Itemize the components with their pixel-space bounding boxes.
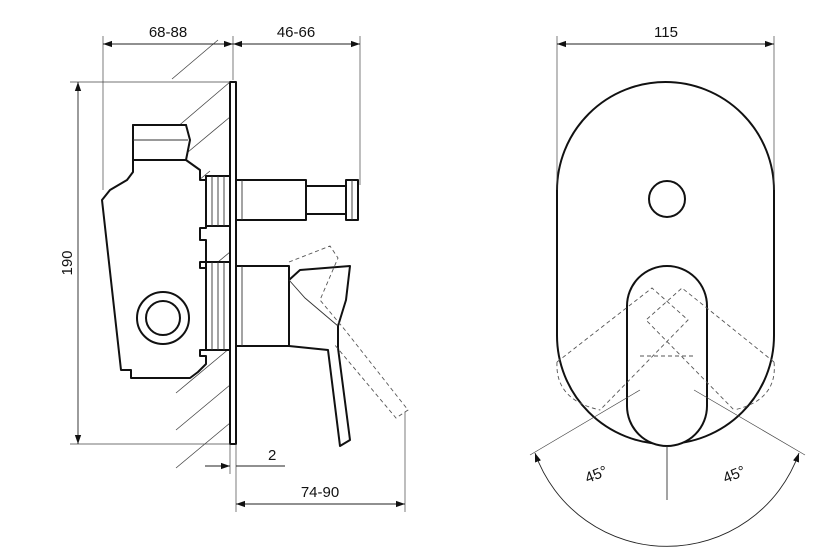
dim-label-46-66: 46-66 [277, 24, 315, 41]
side-view: 68-88 46-66 190 2 74-90 [59, 24, 409, 512]
dim-label-74-90: 74-90 [301, 484, 339, 501]
outlet-port-inner [145, 300, 181, 336]
dim-190: 190 [59, 81, 230, 445]
dim-74-90: 74-90 [236, 412, 406, 512]
front-lever-swing [556, 287, 775, 411]
front-view: 45° 45° 115 [529, 24, 806, 547]
diverter-knob [235, 179, 359, 221]
front-diverter-knob [648, 180, 686, 218]
dim-68-88: 68-88 [102, 24, 234, 190]
lever-body [235, 265, 351, 447]
angle-label-left: 45° [583, 463, 610, 487]
dim-label-2: 2 [268, 447, 276, 464]
angle-label-right: 45° [721, 463, 748, 487]
dim-2: 2 [205, 444, 285, 512]
top-inlet [132, 124, 191, 161]
dim-label-190: 190 [59, 250, 76, 275]
dim-label-68-88: 68-88 [149, 24, 187, 41]
dim-46-66: 46-66 [233, 24, 361, 185]
front-lever [626, 265, 708, 447]
lever-handle [288, 265, 351, 447]
dim-label-115: 115 [654, 24, 678, 41]
dim-115: 115 [556, 24, 775, 190]
